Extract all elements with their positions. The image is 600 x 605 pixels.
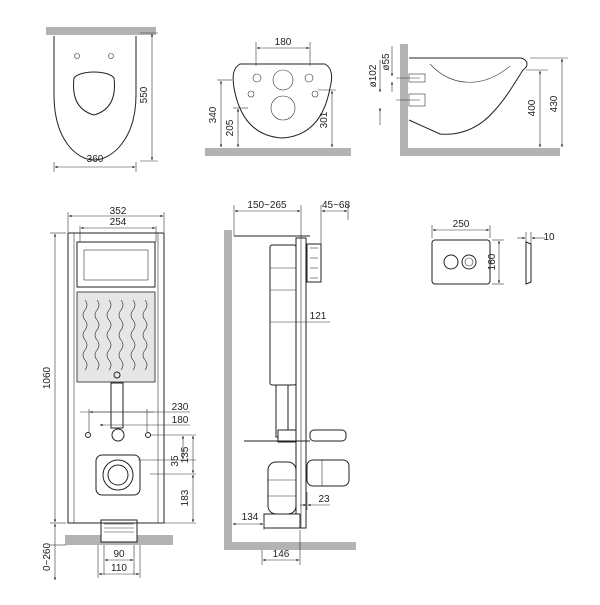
flush-plate-view: 250 160 10 [432, 219, 555, 284]
dim-frame-height: 1060 [42, 366, 53, 389]
dim-leg-extension: 0~260 [42, 543, 53, 572]
mount-hole-left [248, 91, 254, 97]
wall-frame-side [224, 230, 232, 550]
bowl-side-view: ø55 ø102 400 430 [368, 44, 568, 156]
dim-plate-height: 160 [487, 253, 498, 270]
bowl-seat-opening [74, 72, 115, 115]
bolt-hole-left [253, 74, 261, 82]
dim-offset-135: 135 [180, 446, 191, 463]
pipe-elbow [278, 430, 296, 442]
frame-side-view: 150~265 45~68 121 23 134 146 [224, 200, 356, 565]
dim-bowl-length: 550 [139, 86, 150, 103]
flush-pipe-side [276, 385, 288, 437]
dim-plate-thickness: 10 [543, 232, 555, 243]
wall-top [46, 27, 156, 35]
dim-inlet-height: 340 [208, 106, 219, 123]
dim-bolt-height: 205 [225, 119, 236, 136]
bowl-side-outline [409, 58, 527, 134]
dim-base-depth: 146 [273, 549, 290, 560]
inlet-connector [112, 429, 124, 441]
mount-hole-right [312, 91, 318, 97]
flush-plate [432, 240, 490, 284]
flush-box [307, 244, 321, 282]
dim-bowl-width: 360 [87, 154, 104, 165]
flush-plate-side [526, 242, 531, 284]
bowl-top-view: 550 360 [46, 27, 158, 172]
dim-tank-offset: 121 [310, 311, 327, 322]
floor-side [400, 148, 560, 156]
dim-rim-height: 430 [549, 95, 560, 112]
flush-pipe-front [111, 383, 123, 428]
dim-leg-width-90: 90 [113, 549, 125, 560]
dim-outlet-height-front: 183 [180, 489, 191, 506]
bowl-side-inner [430, 64, 510, 82]
dim-button-recess: 45~68 [322, 200, 351, 211]
dim-outlet-height: 301 [319, 111, 330, 128]
bolt-left [86, 433, 91, 438]
dim-frame-width: 352 [110, 206, 127, 217]
frame-front-view: 352 254 1060 230 180 35 135 183 0~260 90 [42, 206, 196, 580]
outlet-connector-side [307, 460, 349, 486]
dim-leg-width-110: 110 [111, 563, 127, 574]
dim-bolt-span: 230 [172, 402, 189, 413]
drain-foot [264, 514, 300, 528]
bolt-hole-right [305, 74, 313, 82]
floor-frame-side [224, 542, 356, 550]
dim-inner-width: 254 [110, 217, 127, 228]
bowl-outline [54, 36, 136, 160]
bolt-right [146, 433, 151, 438]
floor-rear [205, 148, 351, 156]
outlet-hole [271, 96, 295, 120]
dim-pipe-offset: 23 [318, 494, 330, 505]
dim-plate-width: 250 [453, 219, 470, 230]
dim-foot-offset: 134 [242, 512, 259, 523]
inlet-hole [273, 70, 293, 90]
cistern-tank [270, 245, 296, 385]
dim-outlet-diameter: ø102 [368, 64, 379, 87]
inlet-connector-side [310, 430, 346, 441]
bowl-rear-view: 180 340 205 301 [205, 37, 351, 156]
dim-inlet-diameter: ø55 [381, 53, 392, 71]
dim-side-outlet-height: 400 [527, 99, 538, 116]
drain-elbow [268, 462, 296, 514]
dim-bolt-spacing: 180 [275, 37, 292, 48]
dim-depth-range: 150~265 [247, 200, 287, 211]
seat-hinge-left [75, 54, 80, 59]
bowl-rear-outline [233, 64, 332, 138]
dim-inlet-span: 180 [172, 415, 189, 426]
seat-hinge-right [109, 54, 114, 59]
